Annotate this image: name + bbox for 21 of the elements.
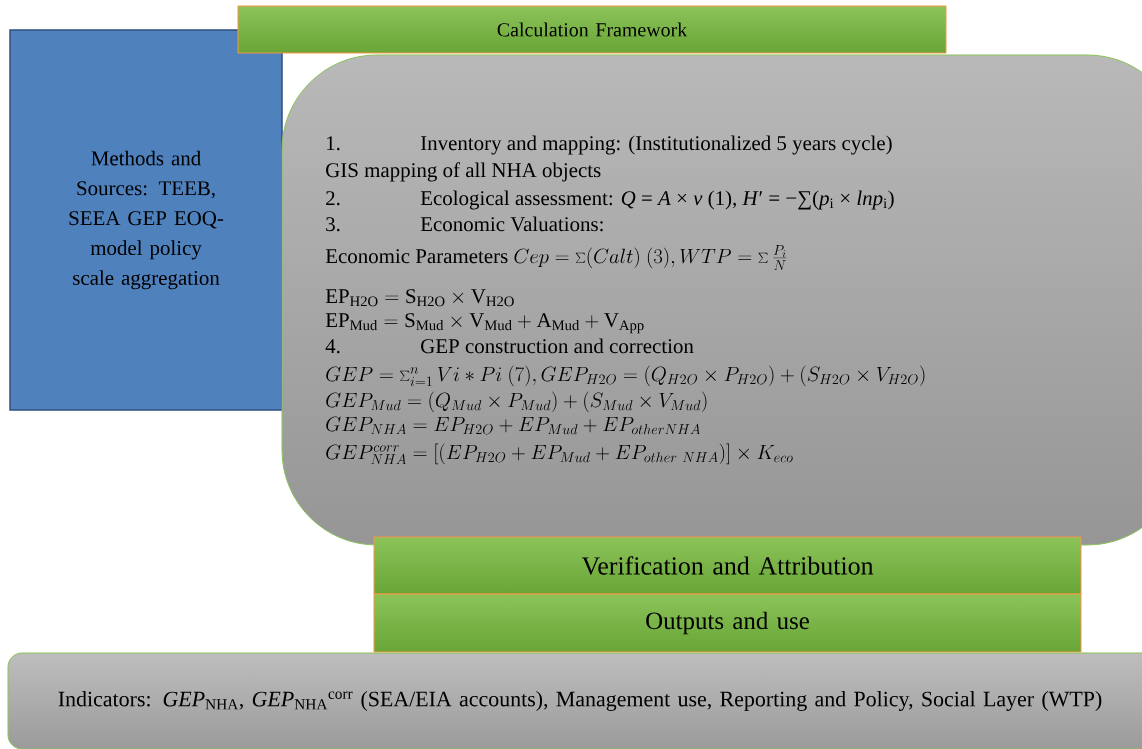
- formula-line: $\mbox{Economic Parameters } Cep = \sum(Calt)\ (3), WTP = \sum\frac{P_i}{N}$: [325, 245, 787, 271]
- list-number: 3.: [326, 217, 340, 232]
- text-line: Ecological assessment: Q = A × v (1), H′ = −∑(p$_{i}$ × lnp$_{i}$): [420, 190, 894, 210]
- list-number: 1.: [327, 136, 340, 151]
- text-line: GIS mapping of all NHA objects: [326, 162, 601, 182]
- header-bar: Calculation Framework: [237, 5, 947, 54]
- stage-bar: Verification and Attribution: [373, 536, 1082, 595]
- text-line: Economic Valuations:: [420, 216, 603, 232]
- stage-bar: Outputs and use: [373, 593, 1082, 653]
- methods-box: Methods and Sources: TEEB, SEEA GEP EOQ-model policy scale aggregation: [9, 29, 283, 411]
- indicators-box: Indicators: GEP$_{NHA}$, GEP$_{NHA}$$^{corr}$ (SEA/EIA accounts), Management use, Reporting and Policy, Social Layer (WTP): [7, 652, 1142, 749]
- formula-line: $GEP_{NHA} = EP_{H2O} + EP_{Mud} + EP_{otherNHA}$: [326, 416, 701, 435]
- text-line: GEP construction and correction: [421, 338, 694, 354]
- formula-line: $\mathrm{EP}_{\mathrm{Mud}} = \mathrm{S}_{\mathrm{Mud}} \times \mathrm{V}_{\mathrm{Mud}} + \mathrm{A}_{\mathrm{Mud}} + \mathrm{V}_{\mathrm{App}}$: [325, 313, 644, 334]
- formula-line: $GEP_{NHA}^{corr} = [(EP_{H2O} + EP_{Mud} + EP_{other\ NHA})] \times K_{eco}$: [326, 443, 793, 465]
- text-line: Inventory and mapping: (Institutionalized 5 years cycle): [420, 135, 892, 155]
- formula-line: $GEP = \sum_{i=1}^{n} Vi \ast Pi\ (7), GEP_{H2O} = (Q_{H2O} \times P_{H2O}) + (S_{H2O} \times V_{H2O})$: [326, 365, 925, 387]
- list-number: 2.: [326, 191, 340, 206]
- formula-line: $GEP_{Mud} = (Q_{Mud} \times P_{Mud}) + (S_{Mud} \times V_{Mud})$: [326, 391, 707, 413]
- list-number: 4.: [325, 339, 340, 354]
- formula-line: $\mathrm{EP}_{\mathrm{H2O}} = \mathrm{S}_{\mathrm{H2O}} \times \mathrm{V}_{\mathrm{H2O}}$: [325, 289, 514, 307]
